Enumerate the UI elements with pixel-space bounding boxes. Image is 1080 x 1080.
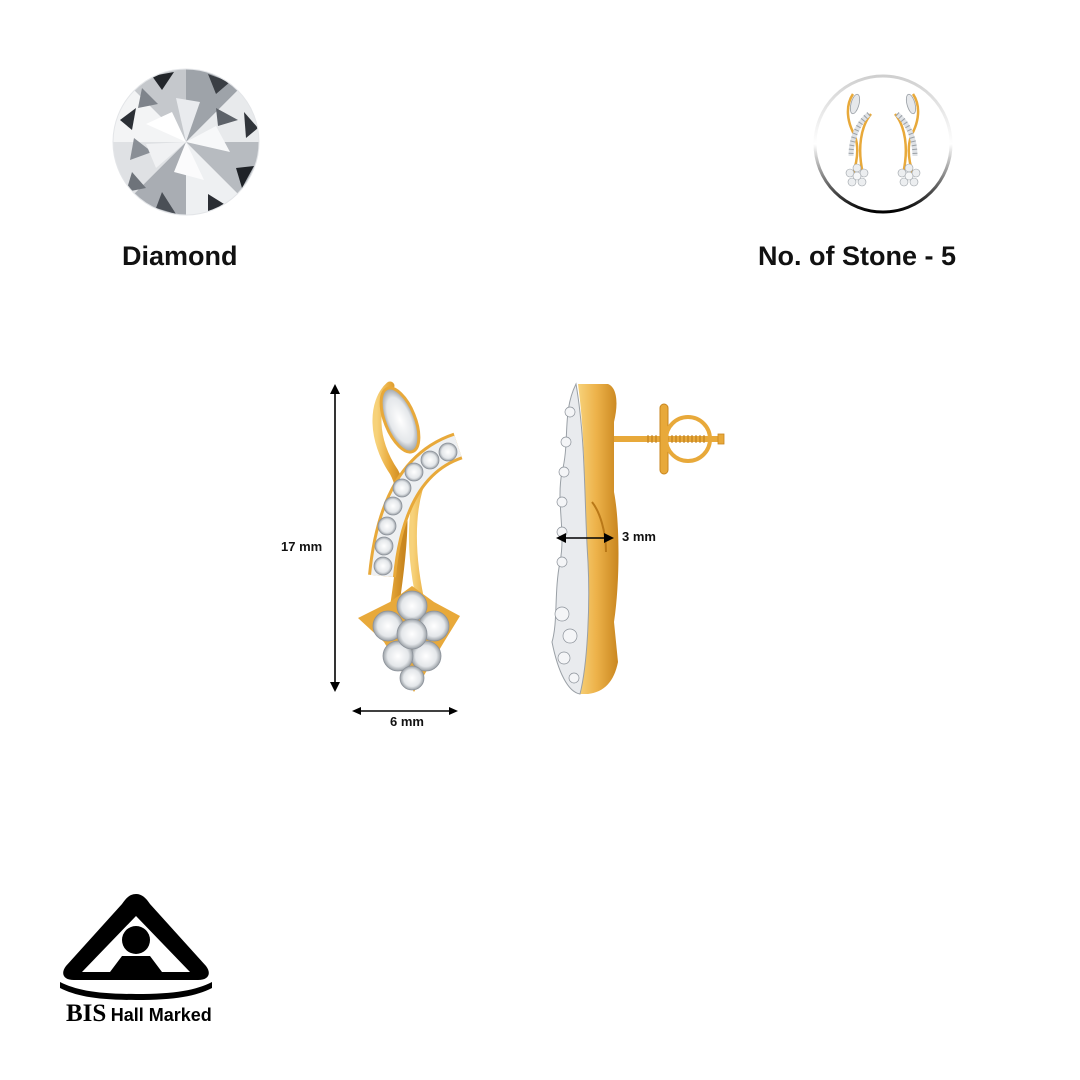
width-dimension-arrow bbox=[352, 704, 458, 716]
stone-type-label: Diamond bbox=[122, 241, 238, 271]
bis-logo bbox=[56, 890, 216, 1000]
stone-count-label: No. of Stone - 5 bbox=[758, 241, 956, 271]
bis-hallmark-label: Hall Marked bbox=[110, 1005, 212, 1025]
depth-dimension-arrow bbox=[556, 531, 614, 543]
earring-front-image bbox=[358, 381, 463, 692]
bis-brand: BIS bbox=[66, 1000, 107, 1027]
height-label: 17 mm bbox=[281, 539, 323, 554]
earring-front-view bbox=[350, 380, 470, 700]
earring-thumbnail bbox=[813, 74, 953, 214]
bis-logo-icon bbox=[60, 894, 212, 1000]
depth-label: 3 mm bbox=[622, 529, 656, 544]
bis-hallmark-text: BIS Hall Marked bbox=[66, 1000, 212, 1028]
earring-pair-thumbnail bbox=[813, 74, 953, 214]
diamond-image bbox=[112, 68, 260, 216]
width-label: 6 mm bbox=[390, 714, 424, 729]
diamond-icon bbox=[112, 68, 260, 216]
height-dimension-arrow bbox=[328, 384, 342, 692]
